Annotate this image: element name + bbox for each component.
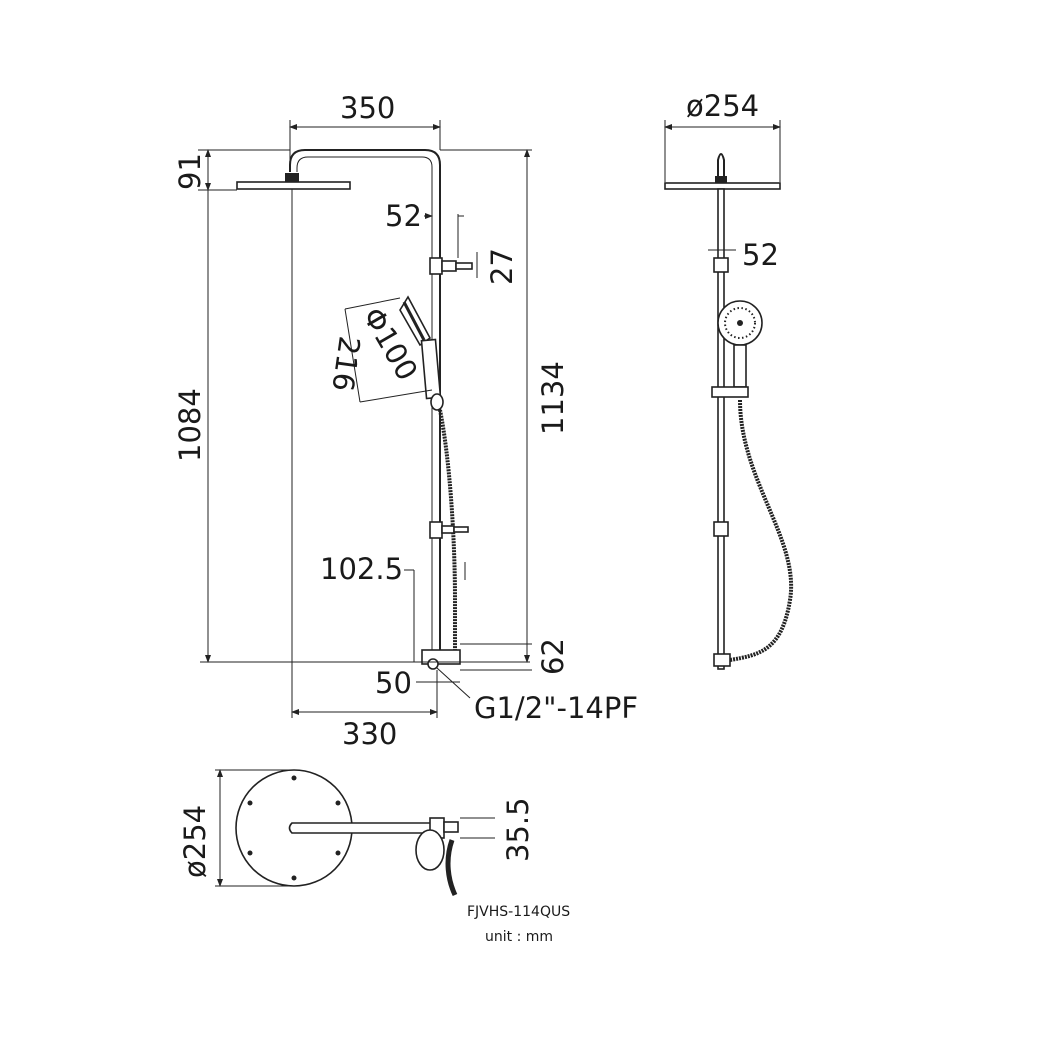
thread-spec: G1/2"-14PF: [474, 691, 638, 725]
upper-bracket: [429, 257, 443, 275]
dim-head-diameter-top: ø254: [178, 805, 212, 878]
dim-outlet-height: 62: [536, 638, 570, 675]
side-view: ø254 52: [664, 89, 794, 670]
dim-arm-width: 350: [340, 91, 395, 125]
dim-head-to-wall: 330: [342, 717, 397, 751]
dim-bracket-offset: 52: [385, 199, 422, 233]
shower-head-connector: [285, 173, 299, 182]
hose: [438, 409, 457, 660]
riser-side: [717, 188, 725, 670]
dim-head-height: 91: [173, 153, 207, 190]
dim-handshower-length: 216: [325, 334, 366, 394]
hose-side: [729, 399, 794, 662]
hand-shower: [399, 295, 444, 411]
dim-bracket-depth: 27: [485, 248, 519, 285]
top-view: ø254 35.5 FJVHS-114QUS unit : mm: [178, 769, 570, 945]
front-view: 350 91 1084 1134 52 27 Φ100 216 102.5 62…: [173, 91, 638, 751]
model-number: FJVHS-114QUS: [467, 904, 570, 920]
dim-total-height: 1134: [536, 361, 570, 435]
dim-wall-offset: 35.5: [501, 797, 535, 862]
dim-outlet-width: 50: [375, 666, 412, 700]
shower-head-side: [664, 182, 781, 190]
hose-top: [445, 839, 458, 897]
dim-head-to-outlet: 1084: [173, 388, 207, 462]
dim-outlet-offset: 102.5: [320, 552, 403, 586]
shower-head: [236, 181, 351, 190]
dim-bracket-offset-side: 52: [742, 238, 779, 272]
hand-shower-side: [711, 300, 763, 398]
dim-head-diameter-side: ø254: [686, 89, 759, 123]
slider-bracket: [429, 521, 443, 539]
shower-arm: [289, 149, 441, 660]
unit-label: unit : mm: [485, 929, 553, 945]
